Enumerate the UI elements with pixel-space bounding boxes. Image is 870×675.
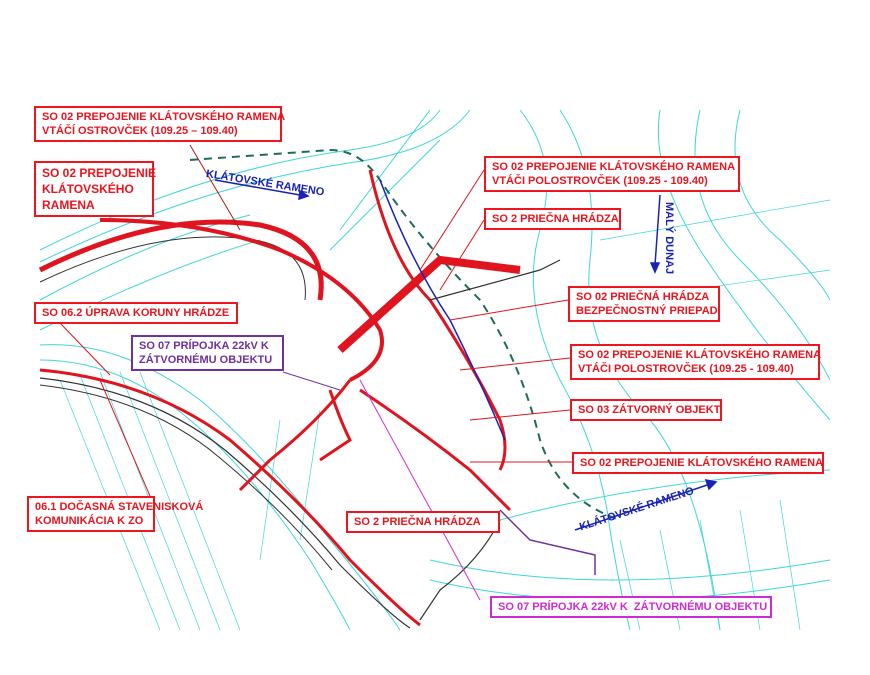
label-so02-bezpecnostny-priepad: SO 02 PRIEČNÁ HRÁDZA BEZPEČNOSTNÝ PRIEPA… [568, 286, 720, 322]
label-so03-zatvorny-objekt: SO 03 ZÁTVORNÝ OBJEKT [570, 399, 722, 421]
roads [38, 144, 596, 629]
label-so02-prepojenie-bottom: SO 02 PREPOJENIE KLÁTOVSKÉHO RAMENA [572, 452, 824, 474]
label-so07-pripojka-bottom: SO 07 PRÍPOJKA 22kV K ZÁTVORNÉMU OBJEKTU [490, 596, 772, 618]
label-so02-vtaci-polostrovcek-mid: SO 02 PREPOJENIE KLÁTOVSKÉHO RAMENA VTÁČ… [570, 344, 821, 380]
label-so07-pripojka-top: SO 07 PRÍPOJKA 22kV K ZÁTVORNÉMU OBJEKTU [131, 335, 284, 371]
label-so02-prepojenie-klatovskeho: SO 02 PREPOJENIE KLÁTOVSKÉHO RAMENA [34, 161, 156, 217]
water-label-maly-dunaj: MALÝ DUNAJ [663, 202, 675, 275]
leader-lines [59, 169, 572, 497]
label-so062-uprava-koruny: SO 06.2 ÚPRAVA KORUNY HRÁDZE [34, 302, 238, 324]
label-so02-vtaci-polostrovcek-top: SO 02 PREPOJENIE KLÁTOVSKÉHO RAMENA VTÁČ… [484, 156, 740, 192]
label-so2-priecna-hradza-bottom: SO 2 PRIEČNA HRÁDZA [346, 511, 500, 533]
label-061-docasna-komunikacia: 06.1 DOČASNÁ STAVENISKOVÁ KOMUNIKÁCIA K … [27, 496, 203, 532]
flow-arrows [214, 179, 718, 531]
label-so2-priecna-hradza-top: SO 2 PRIEČNA HRÁDZA [484, 208, 621, 230]
label-so02-vtaci-ostrovcek: SO 02 PREPOJENIE KLÁTOVSKÉHO RAMENA VTÁČ… [34, 106, 285, 142]
power-leader [282, 371, 341, 391]
dashed-boundary [189, 148, 621, 521]
